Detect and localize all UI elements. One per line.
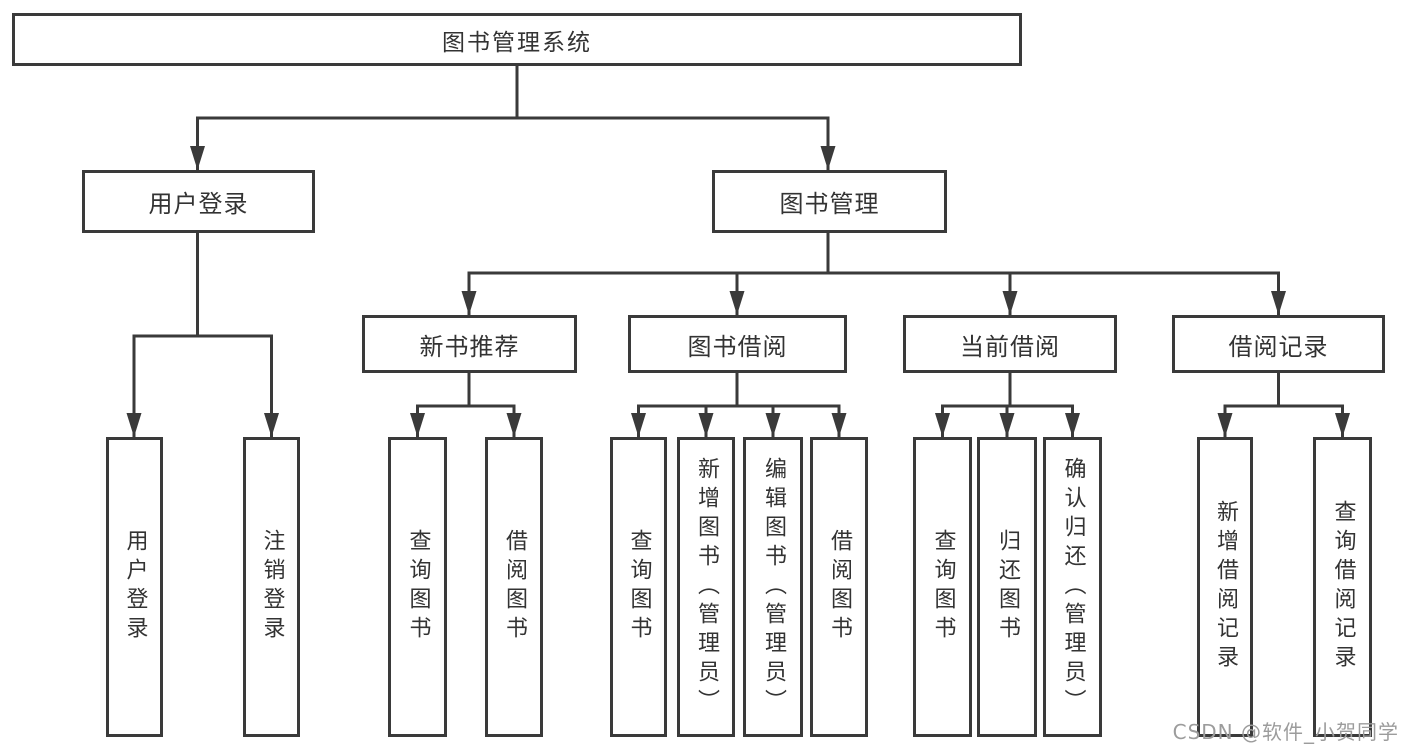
- node-leaf-query-books-3: 查询图书: [913, 437, 972, 737]
- node-leaf-user-login: 用户登录: [106, 437, 163, 737]
- node-leaf-edit-book-admin: 编辑图书（管理员）: [743, 437, 803, 737]
- node-user-login: 用户登录: [82, 170, 315, 233]
- connector-borrowing-records-children: [1217, 373, 1350, 437]
- node-leaf-add-borrow-record: 新增借阅记录: [1197, 437, 1253, 737]
- node-leaf-return-book: 归还图书: [977, 437, 1037, 737]
- node-leaf-query-borrow-record: 查询借阅记录: [1313, 437, 1372, 737]
- connector-new-book-recommend-children: [410, 373, 522, 437]
- connector-book-management-children: [461, 233, 1286, 315]
- node-leaf-query-books-2: 查询图书: [610, 437, 667, 737]
- node-current-borrowing: 当前借阅: [903, 315, 1117, 373]
- node-leaf-borrow-books-2: 借阅图书: [810, 437, 868, 737]
- connector-root-to-level2: [190, 66, 836, 170]
- node-leaf-logout: 注销登录: [243, 437, 300, 737]
- node-book-borrowing: 图书借阅: [628, 315, 847, 373]
- node-borrowing-records: 借阅记录: [1172, 315, 1385, 373]
- connector-book-borrowing-children: [631, 373, 847, 437]
- node-book-management: 图书管理: [712, 170, 947, 233]
- node-leaf-query-books-1: 查询图书: [388, 437, 447, 737]
- connector-current-borrowing-children: [935, 373, 1080, 437]
- node-leaf-borrow-books-1: 借阅图书: [485, 437, 543, 737]
- connector-user-login-children: [126, 233, 279, 437]
- node-leaf-confirm-return-admin: 确认归还（管理员）: [1043, 437, 1102, 737]
- watermark: CSDN @软件_小贺同学: [1172, 720, 1399, 744]
- node-new-book-recommend: 新书推荐: [362, 315, 577, 373]
- node-leaf-add-book-admin: 新增图书（管理员）: [677, 437, 735, 737]
- node-root: 图书管理系统: [12, 13, 1022, 66]
